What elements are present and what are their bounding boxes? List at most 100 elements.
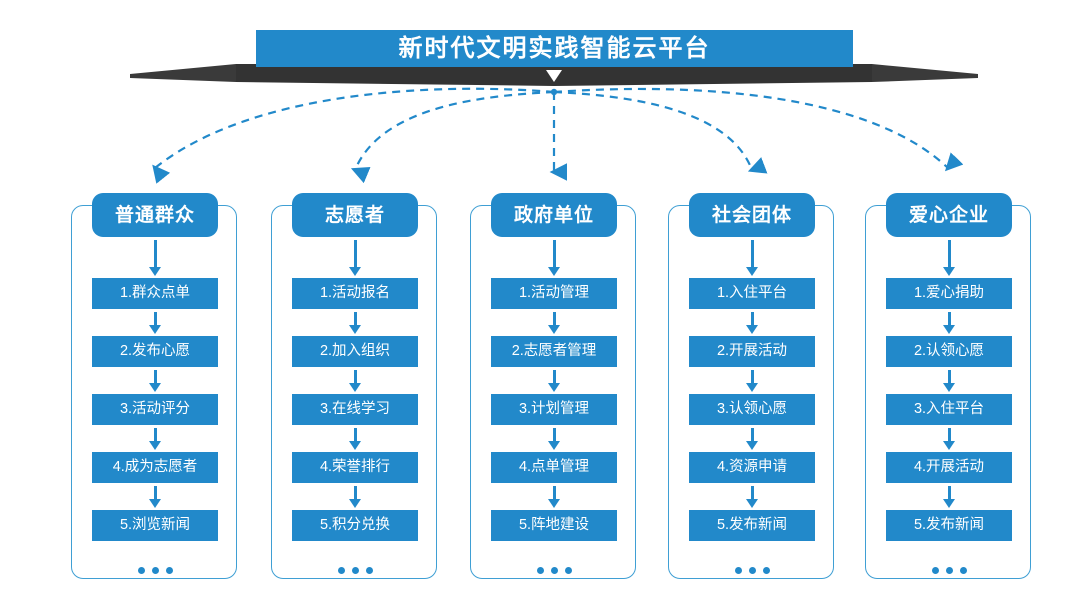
list-item[interactable]: 2.开展活动 bbox=[689, 336, 815, 367]
column-header-5[interactable]: 爱心企业 bbox=[886, 193, 1012, 237]
connector-to-column-2 bbox=[350, 90, 555, 184]
role-column-普通群众[interactable]: 普通群众 1.群众点单 2.发布心愿 3.活动评分 4.成为志愿者 5.浏览新闻 bbox=[71, 193, 239, 581]
platform-title-banner: 新时代文明实践智能云平台 bbox=[0, 0, 1080, 100]
arrow-down-icon bbox=[886, 367, 1012, 394]
list-item[interactable]: 3.计划管理 bbox=[491, 394, 617, 425]
arrow-down-icon bbox=[689, 309, 815, 336]
arrow-down-icon bbox=[92, 483, 218, 510]
list-item[interactable]: 3.认领心愿 bbox=[689, 394, 815, 425]
arrow-down-icon bbox=[689, 425, 815, 452]
arrow-down-icon bbox=[292, 309, 418, 336]
item-label: 4.资源申请 bbox=[716, 459, 788, 476]
list-item[interactable]: 3.活动评分 bbox=[92, 394, 218, 425]
more-items-ellipsis bbox=[292, 553, 418, 587]
list-item[interactable]: 2.认领心愿 bbox=[886, 336, 1012, 367]
item-label: 5.积分兑换 bbox=[319, 517, 391, 534]
item-label: 5.阵地建设 bbox=[518, 517, 590, 534]
arrow-down-icon bbox=[292, 425, 418, 452]
list-item[interactable]: 5.积分兑换 bbox=[292, 510, 418, 541]
list-item[interactable]: 3.入住平台 bbox=[886, 394, 1012, 425]
arrow-down-icon bbox=[92, 367, 218, 394]
column-items-2: 1.活动报名 2.加入组织 3.在线学习 4.荣誉排行 5.积分兑换 bbox=[292, 237, 418, 587]
list-item[interactable]: 1.入住平台 bbox=[689, 278, 815, 309]
item-label: 1.入住平台 bbox=[716, 285, 788, 302]
column-header-4[interactable]: 社会团体 bbox=[689, 193, 815, 237]
item-label: 1.活动管理 bbox=[518, 285, 590, 302]
list-item[interactable]: 1.爱心捐助 bbox=[886, 278, 1012, 309]
item-label: 3.在线学习 bbox=[319, 401, 391, 418]
list-item[interactable]: 5.阵地建设 bbox=[491, 510, 617, 541]
item-label: 3.计划管理 bbox=[518, 401, 590, 418]
page-title: 新时代文明实践智能云平台 bbox=[398, 34, 711, 62]
column-header-label: 爱心企业 bbox=[908, 204, 989, 226]
item-label: 5.浏览新闻 bbox=[119, 517, 191, 534]
arrow-down-icon bbox=[491, 309, 617, 336]
more-items-ellipsis bbox=[689, 553, 815, 587]
connector-to-column-5 bbox=[553, 87, 964, 172]
role-column-社会团体[interactable]: 社会团体 1.入住平台 2.开展活动 3.认领心愿 4.资源申请 5.发布新闻 bbox=[668, 193, 836, 581]
list-item[interactable]: 1.活动报名 bbox=[292, 278, 418, 309]
item-label: 4.成为志愿者 bbox=[112, 459, 198, 476]
arrow-down-icon bbox=[292, 483, 418, 510]
arrow-down-icon bbox=[92, 425, 218, 452]
list-item[interactable]: 4.成为志愿者 bbox=[92, 452, 218, 483]
item-label: 2.加入组织 bbox=[319, 343, 391, 360]
column-header-label: 普通群众 bbox=[114, 204, 195, 226]
arrow-down-icon bbox=[689, 237, 815, 278]
arrow-down-icon bbox=[886, 425, 1012, 452]
column-header-3[interactable]: 政府单位 bbox=[491, 193, 617, 237]
item-label: 4.开展活动 bbox=[913, 459, 985, 476]
item-label: 1.群众点单 bbox=[119, 285, 191, 302]
column-items-4: 1.入住平台 2.开展活动 3.认领心愿 4.资源申请 5.发布新闻 bbox=[689, 237, 815, 587]
list-item[interactable]: 4.点单管理 bbox=[491, 452, 617, 483]
list-item[interactable]: 3.在线学习 bbox=[292, 394, 418, 425]
item-label: 3.认领心愿 bbox=[716, 401, 788, 418]
column-header-label: 志愿者 bbox=[324, 204, 385, 226]
item-label: 1.活动报名 bbox=[319, 285, 391, 302]
banner-bar: 新时代文明实践智能云平台 bbox=[256, 30, 853, 67]
arrow-down-icon bbox=[92, 309, 218, 336]
role-column-政府单位[interactable]: 政府单位 1.活动管理 2.志愿者管理 3.计划管理 4.点单管理 5.阵地建设 bbox=[470, 193, 638, 581]
list-item[interactable]: 1.群众点单 bbox=[92, 278, 218, 309]
list-item[interactable]: 2.加入组织 bbox=[292, 336, 418, 367]
more-items-ellipsis bbox=[491, 553, 617, 587]
arrow-down-icon bbox=[292, 237, 418, 278]
list-item[interactable]: 2.发布心愿 bbox=[92, 336, 218, 367]
column-header-label: 社会团体 bbox=[711, 204, 792, 226]
item-label: 1.爱心捐助 bbox=[913, 285, 985, 302]
column-header-2[interactable]: 志愿者 bbox=[292, 193, 418, 237]
arrow-down-icon bbox=[92, 237, 218, 278]
arrow-down-icon bbox=[491, 237, 617, 278]
item-label: 4.荣誉排行 bbox=[319, 459, 391, 476]
arrow-down-icon bbox=[292, 367, 418, 394]
arrow-down-icon bbox=[886, 237, 1012, 278]
more-items-ellipsis bbox=[886, 553, 1012, 587]
item-label: 3.入住平台 bbox=[913, 401, 985, 418]
item-label: 2.志愿者管理 bbox=[511, 343, 597, 360]
list-item[interactable]: 5.浏览新闻 bbox=[92, 510, 218, 541]
column-items-1: 1.群众点单 2.发布心愿 3.活动评分 4.成为志愿者 5.浏览新闻 bbox=[92, 237, 218, 587]
column-header-1[interactable]: 普通群众 bbox=[92, 193, 218, 237]
list-item[interactable]: 1.活动管理 bbox=[491, 278, 617, 309]
role-columns: 普通群众 1.群众点单 2.发布心愿 3.活动评分 4.成为志愿者 5.浏览新闻… bbox=[0, 193, 1080, 593]
item-label: 2.开展活动 bbox=[716, 343, 788, 360]
role-column-爱心企业[interactable]: 爱心企业 1.爱心捐助 2.认领心愿 3.入住平台 4.开展活动 5.发布新闻 bbox=[865, 193, 1033, 581]
arrow-down-icon bbox=[886, 483, 1012, 510]
arrow-down-icon bbox=[491, 483, 617, 510]
connector-to-column-4 bbox=[553, 90, 768, 174]
column-items-5: 1.爱心捐助 2.认领心愿 3.入住平台 4.开展活动 5.发布新闻 bbox=[886, 237, 1012, 587]
list-item[interactable]: 5.发布新闻 bbox=[886, 510, 1012, 541]
list-item[interactable]: 4.开展活动 bbox=[886, 452, 1012, 483]
item-label: 5.发布新闻 bbox=[913, 517, 985, 534]
list-item[interactable]: 5.发布新闻 bbox=[689, 510, 815, 541]
list-item[interactable]: 2.志愿者管理 bbox=[491, 336, 617, 367]
role-column-志愿者[interactable]: 志愿者 1.活动报名 2.加入组织 3.在线学习 4.荣誉排行 5.积分兑换 bbox=[271, 193, 439, 581]
arrow-down-icon bbox=[886, 309, 1012, 336]
list-item[interactable]: 4.荣誉排行 bbox=[292, 452, 418, 483]
more-items-ellipsis bbox=[92, 553, 218, 587]
arrow-down-icon bbox=[491, 367, 617, 394]
list-item[interactable]: 4.资源申请 bbox=[689, 452, 815, 483]
item-label: 5.发布新闻 bbox=[716, 517, 788, 534]
item-label: 3.活动评分 bbox=[119, 401, 191, 418]
